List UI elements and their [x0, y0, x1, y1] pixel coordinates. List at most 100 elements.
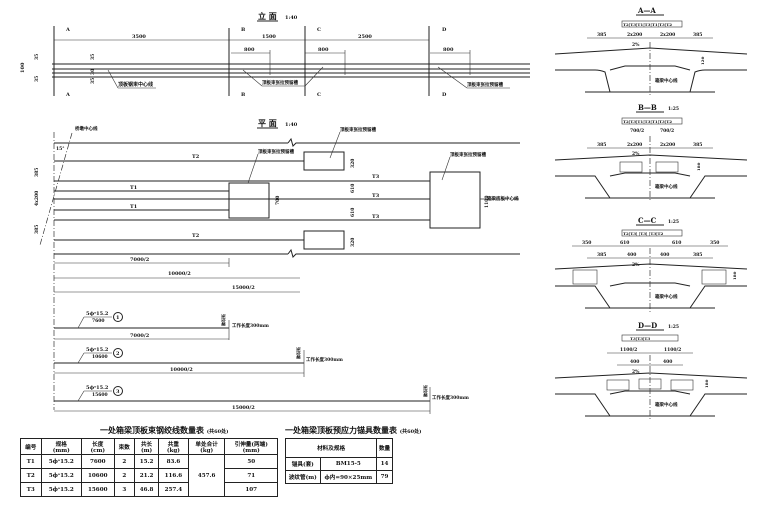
tendon-2-note: 张拉端	[296, 347, 302, 359]
plan-title: 平 面	[258, 118, 277, 128]
dim-mid-35-b: 35	[90, 78, 96, 84]
cell: 5ϕˢ15.2	[40, 454, 83, 469]
section-c-upper-2: 610	[620, 240, 629, 246]
table1-header: 共重 (kg)	[158, 438, 189, 455]
tendon-1-work-length: 工作长度300mm	[232, 322, 269, 329]
cell: 锚具(套)	[285, 457, 321, 471]
table1-header: 共长 (m)	[134, 438, 160, 455]
cell: 83.6	[158, 454, 189, 469]
section-d-dim-2: 400	[663, 359, 672, 365]
plan-length-10000: 10000/2	[168, 271, 191, 277]
plan-dim-385-bottom: 385	[34, 225, 40, 234]
cell: ϕ内=90×25mm	[319, 470, 378, 484]
section-c-tendon-row: T2|T3| |T3| |T3|T2	[623, 231, 664, 236]
cell: 46.8	[134, 482, 160, 497]
section-mark-d-top: D	[442, 27, 447, 33]
section-b-tendon-row: T2|T3|T1|T3|T1|T3|T2	[623, 119, 672, 124]
cell: BM15-5	[319, 457, 378, 471]
section-d-d: D—D 1:25 T3|T3|T3 1100/2 1100/2 400 400 …	[554, 321, 748, 420]
cell: T2	[20, 468, 42, 483]
tendon-2-length: 10600	[92, 354, 108, 360]
dim-total-100: 100	[20, 62, 26, 73]
plan-length-7000: 7000/2	[130, 257, 150, 263]
section-c-c: C—C 1:25 T2|T3| |T3| |T3|T2 350 610 610 …	[554, 216, 748, 312]
cell: 107	[224, 482, 278, 497]
table2-note: (共60处)	[399, 429, 422, 435]
plan-scale: 1:40	[285, 122, 298, 128]
anchor-groove-t2-bottom	[303, 230, 345, 250]
table1-header: 规格 (mm)	[40, 438, 83, 455]
plan-dim-4x200: 4x200	[34, 191, 40, 206]
table1-header: 束数	[113, 438, 136, 455]
tendon-1-spec: 5ϕˢ15.2	[86, 311, 109, 317]
tendon-3-spec: 5ϕˢ15.2	[86, 385, 109, 391]
section-mark-a-top: A	[65, 27, 70, 33]
cell: 5ϕˢ15.2	[40, 482, 83, 497]
tendon-3-half: 15000/2	[232, 405, 255, 411]
dim-800-a: 800	[244, 47, 255, 53]
section-a-dim-1: 385	[597, 32, 606, 38]
section-c-upper-3: 610	[672, 240, 681, 246]
tendon-3-number: 3	[116, 389, 120, 395]
tendon-2-work-length: 工作长度300mm	[306, 356, 343, 363]
cell: 14	[376, 457, 393, 471]
tendon-details: 7000/2 5ϕˢ15.2 7600 1 工作长度300mm 张拉端 1000…	[54, 311, 469, 414]
section-c-dim-2: 400	[627, 252, 636, 258]
section-d-dim-1: 400	[630, 359, 639, 365]
table2-header: 数量	[376, 438, 393, 458]
tendon-1-note: 张拉端	[221, 314, 227, 326]
section-a-height: 120	[700, 56, 705, 65]
section-a-dim-3: 2x200	[660, 32, 675, 38]
section-b-dim-3: 2x200	[660, 142, 675, 148]
dim-mid-35: 35	[90, 54, 96, 60]
tendon-1-length: 7600	[92, 318, 105, 324]
plan-length-15000: 15000/2	[232, 285, 255, 291]
section-a-slope: 2%	[632, 42, 640, 48]
plan-dim-320-top: 320	[350, 159, 356, 168]
table1-header: 引伸量(两端) (mm)	[224, 438, 278, 455]
tendon-label-t1-b: T1	[130, 204, 137, 210]
table1-header: 编号	[20, 438, 42, 455]
table2-header: 材料及规格	[284, 438, 378, 458]
table2-header-row: 材料及规格 数量	[284, 438, 393, 458]
section-a-dim-2: 2x200	[627, 32, 642, 38]
cell: 5ϕˢ15.2	[40, 468, 83, 483]
table1-total: 457.6	[187, 454, 226, 497]
section-a-dim-4: 385	[693, 32, 702, 38]
cell: 116.6	[158, 468, 189, 483]
plan-dim-385-top: 385	[34, 168, 40, 177]
plan-groove-label-2: 顶板束张拉预留槽	[258, 148, 294, 155]
tendon-3-length: 15600	[92, 392, 108, 398]
section-b-center: 箱梁中心线	[655, 183, 678, 190]
tendon-2-spec: 5ϕˢ15.2	[86, 347, 109, 353]
cell: 3	[113, 482, 136, 497]
table-row: 锚具(套) BM15-5 14	[285, 457, 393, 471]
section-d-tendon-row: T3|T3|T3	[630, 336, 650, 341]
section-a-a: A—A T2|T3|T1|T3|T1|T3|T2 385 2x200 2x200…	[554, 6, 748, 96]
section-c-center: 箱梁中心线	[655, 293, 678, 300]
section-d-center: 箱梁中心线	[655, 401, 678, 408]
section-b-dim-4: 385	[693, 142, 702, 148]
anchor-groove-t3	[429, 171, 481, 229]
girder-center-label: 箱梁底板中心线	[487, 195, 519, 202]
plan-dim-1100: 1100	[484, 195, 490, 208]
cell: 2	[113, 454, 136, 469]
section-mark-a-bottom: A	[65, 92, 70, 98]
anchor-groove-t1	[228, 182, 270, 219]
dim-1500: 1500	[262, 34, 276, 40]
table1-header: 单处合计 (kg)	[187, 438, 226, 455]
cell: T1	[20, 454, 42, 469]
elevation-title: 立 面	[258, 11, 277, 21]
elevation-groove-label-1: 顶板束张拉预留槽	[262, 79, 298, 86]
section-d-upper-2: 1100/2	[664, 347, 681, 353]
tendon-1-half: 7000/2	[130, 333, 150, 339]
section-a-title: A—A	[637, 6, 656, 15]
section-c-title: C—C	[638, 216, 657, 225]
cell: 71	[224, 468, 278, 483]
tendon-label-t3-a: T3	[372, 174, 380, 180]
section-b-height: 180	[696, 162, 701, 171]
table1-note: (共60处)	[206, 429, 229, 435]
tendon-label-t3-c: T3	[372, 214, 380, 220]
section-c-dim-1: 385	[597, 252, 606, 258]
section-b-dim-2: 2x200	[627, 142, 642, 148]
